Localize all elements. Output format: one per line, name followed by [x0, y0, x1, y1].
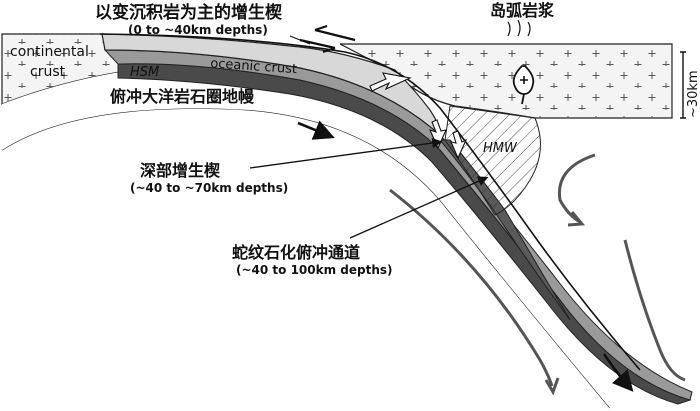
deep-wedge-label: 深部增生楔	[140, 161, 220, 180]
island-arc-magma-label: 岛弧岩浆	[490, 1, 555, 20]
serpentinite-channel-label: 蛇纹石化俯冲通道	[232, 243, 360, 262]
hmw-label: HMW	[483, 141, 518, 156]
accretionary-wedge	[101, 33, 441, 137]
return-flow-arrow-2	[428, 119, 447, 150]
slab-bottom-arrow	[602, 353, 634, 392]
shear-arrow-bottom	[299, 38, 336, 50]
return-flow-arrow-1	[369, 72, 412, 92]
serpentinite-channel-depth: (~40 to 100km depths)	[236, 263, 393, 277]
magma-droplet-icon	[512, 65, 535, 105]
slab-motion-arrow	[297, 120, 335, 140]
accretionary-wedge-depth: (0 to ~40km depths)	[128, 23, 268, 37]
crust-plus-pattern	[2, 34, 120, 104]
leader-deep-wedge	[249, 137, 443, 169]
mantle-flow-right	[557, 153, 596, 224]
deep-wedge-depth: (~40 to ~70km depths)	[130, 181, 288, 195]
oceanic-crust-label: oceanic crust	[210, 56, 298, 77]
lithosphere-fill	[2, 72, 690, 408]
leader-wedge	[289, 35, 311, 45]
leader-serpentinite	[349, 176, 489, 239]
mantle-flow-left	[389, 188, 554, 387]
subduction-thrust-line	[99, 33, 641, 371]
crust-plus-pattern-right	[340, 44, 672, 118]
accretionary-wedge-label: 以变沉积岩为主的增生楔	[95, 2, 282, 23]
subducting-lithosphere-label: 俯冲大洋岩石圈地幔	[110, 87, 255, 106]
scale-bar	[680, 51, 686, 119]
return-flow-arrow-3	[450, 130, 468, 160]
hsm-label: HSM	[130, 65, 159, 80]
continental-crust-label-2: crust	[30, 64, 66, 80]
scale-label: ~30km	[686, 70, 700, 118]
shear-arrow-top	[314, 28, 356, 42]
mantle-flow-lower	[623, 239, 686, 382]
arc-volcano-icon	[507, 19, 531, 37]
continental-crust-label-1: continental	[10, 44, 89, 60]
